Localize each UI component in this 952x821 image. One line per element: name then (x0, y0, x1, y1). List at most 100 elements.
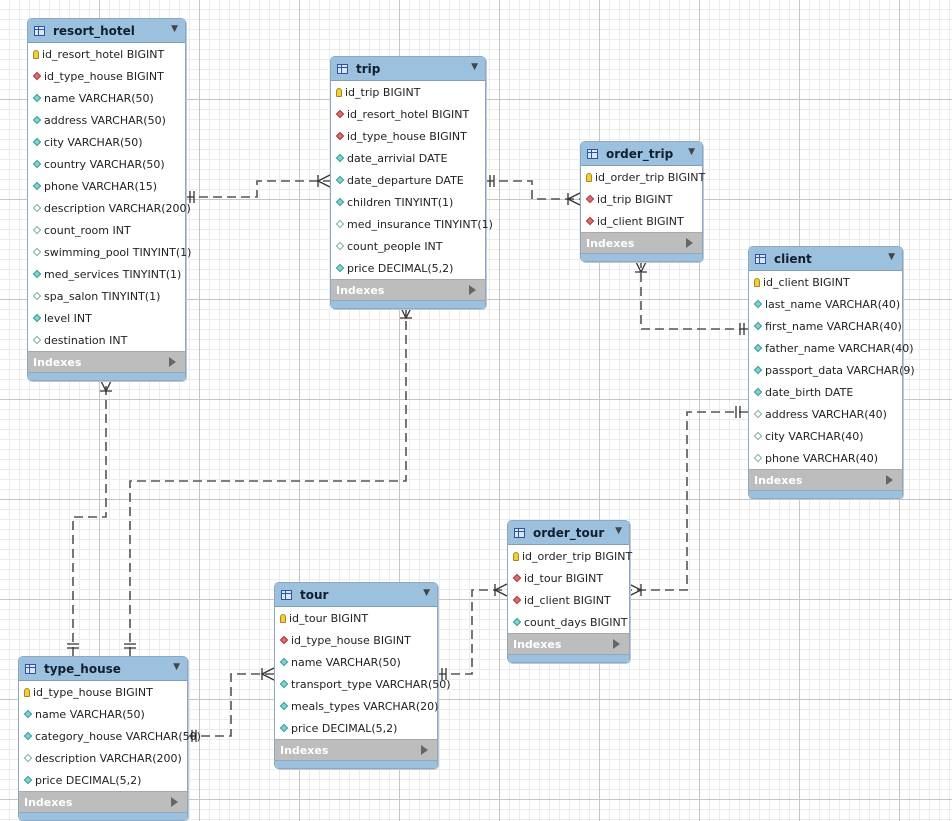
column-row[interactable]: date_birth DATE (749, 381, 902, 403)
table-icon (587, 148, 598, 159)
column-row[interactable]: address VARCHAR(50) (28, 109, 185, 131)
column-row[interactable]: id_trip BIGINT (581, 188, 702, 210)
collapse-arrow-icon[interactable]: ▼ (423, 588, 430, 598)
column-icon (753, 343, 763, 353)
table-header[interactable]: resort_hotel ▼ (28, 19, 185, 43)
column-row[interactable]: id_type_house BIGINT (331, 125, 485, 147)
column-row[interactable]: meals_types VARCHAR(20) (275, 695, 438, 717)
column-row[interactable]: transport_type VARCHAR(50) (275, 673, 451, 695)
column-row[interactable]: swimming_pool TINYINT(1) (28, 241, 191, 263)
column-row[interactable]: name VARCHAR(50) (19, 703, 187, 725)
column-icon (335, 175, 345, 185)
column-row[interactable]: description VARCHAR(200) (28, 197, 191, 219)
column-text: phone VARCHAR(40) (765, 451, 879, 465)
indexes-bar[interactable]: Indexes (331, 279, 485, 300)
column-text: count_days BIGINT (524, 615, 628, 629)
expand-arrow-icon[interactable] (886, 475, 893, 485)
column-row[interactable]: country VARCHAR(50) (28, 153, 185, 175)
table-header[interactable]: client ▼ (749, 247, 902, 271)
column-row[interactable]: id_resort_hotel BIGINT (28, 43, 185, 65)
many-mark (316, 174, 331, 188)
column-row[interactable]: id_order_trip BIGINT (581, 166, 705, 188)
column-row[interactable]: price DECIMAL(5,2) (331, 257, 485, 279)
column-row[interactable]: med_insurance TINYINT(1) (331, 213, 493, 235)
table-header[interactable]: type_house ▼ (19, 657, 187, 681)
indexes-bar[interactable]: Indexes (749, 469, 902, 490)
column-row[interactable]: description VARCHAR(200) (19, 747, 187, 769)
column-text: level INT (44, 311, 92, 325)
indexes-bar[interactable]: Indexes (19, 791, 187, 812)
column-row[interactable]: id_type_house BIGINT (28, 65, 185, 87)
table-header[interactable]: trip ▼ (331, 57, 485, 81)
column-row[interactable]: med_services TINYINT(1) (28, 263, 185, 285)
expand-arrow-icon[interactable] (613, 639, 620, 649)
column-row[interactable]: id_order_trip BIGINT (508, 545, 632, 567)
column-row[interactable]: spa_salon TINYINT(1) (28, 285, 185, 307)
column-row[interactable]: phone VARCHAR(40) (749, 447, 902, 469)
one-mark (489, 175, 495, 187)
indexes-bar[interactable]: Indexes (581, 232, 702, 253)
column-text: count_room INT (44, 223, 131, 237)
column-row[interactable]: first_name VARCHAR(40) (749, 315, 902, 337)
indexes-label: Indexes (24, 795, 73, 809)
column-row[interactable]: children TINYINT(1) (331, 191, 485, 213)
column-row[interactable]: city VARCHAR(40) (749, 425, 902, 447)
column-row[interactable]: id_client BIGINT (749, 271, 902, 293)
column-row[interactable]: city VARCHAR(50) (28, 131, 185, 153)
expand-arrow-icon[interactable] (469, 285, 476, 295)
table-header[interactable]: order_trip ▼ (581, 142, 702, 166)
column-row[interactable]: price DECIMAL(5,2) (275, 717, 437, 739)
column-row[interactable]: count_room INT (28, 219, 185, 241)
column-row[interactable]: id_type_house BIGINT (275, 629, 437, 651)
column-row[interactable]: id_resort_hotel BIGINT (331, 103, 485, 125)
indexes-bar[interactable]: Indexes (275, 739, 437, 760)
indexes-bar[interactable]: Indexes (508, 633, 629, 654)
nullable-column-icon (32, 203, 42, 213)
collapse-arrow-icon[interactable]: ▼ (615, 526, 622, 536)
column-row[interactable]: count_people INT (331, 235, 485, 257)
collapse-arrow-icon[interactable]: ▼ (471, 62, 478, 72)
column-row[interactable]: id_tour BIGINT (508, 567, 629, 589)
column-row[interactable]: id_client BIGINT (581, 210, 702, 232)
collapse-arrow-icon[interactable]: ▼ (171, 24, 178, 34)
collapse-arrow-icon[interactable]: ▼ (888, 252, 895, 262)
column-row[interactable]: price DECIMAL(5,2) (19, 769, 187, 791)
column-row[interactable]: id_client BIGINT (508, 589, 629, 611)
column-row[interactable]: address VARCHAR(40) (749, 403, 902, 425)
expand-arrow-icon[interactable] (169, 357, 176, 367)
expand-arrow-icon[interactable] (421, 745, 428, 755)
column-row[interactable]: father_name VARCHAR(40) (749, 337, 914, 359)
column-row[interactable]: level INT (28, 307, 185, 329)
collapse-arrow-icon[interactable]: ▼ (173, 662, 180, 672)
column-row[interactable]: id_trip BIGINT (331, 81, 485, 103)
column-row[interactable]: date_departure DATE (331, 169, 485, 191)
column-row[interactable]: last_name VARCHAR(40) (749, 293, 902, 315)
column-text: description VARCHAR(200) (44, 201, 191, 215)
indexes-bar[interactable]: Indexes (28, 351, 185, 372)
column-row[interactable]: destination INT (28, 329, 185, 351)
collapse-arrow-icon[interactable]: ▼ (688, 147, 695, 157)
nullable-column-icon (23, 753, 33, 763)
column-row[interactable]: id_tour BIGINT (275, 607, 437, 629)
column-row[interactable]: id_type_house BIGINT (19, 681, 187, 703)
column-row[interactable]: passport_data VARCHAR(9) (749, 359, 915, 381)
column-row[interactable]: name VARCHAR(50) (28, 87, 185, 109)
expand-arrow-icon[interactable] (171, 797, 178, 807)
table-header[interactable]: order_tour ▼ (508, 521, 629, 545)
column-row[interactable]: count_days BIGINT (508, 611, 629, 633)
column-row[interactable]: name VARCHAR(50) (275, 651, 437, 673)
expand-arrow-icon[interactable] (686, 238, 693, 248)
column-row[interactable]: phone VARCHAR(15) (28, 175, 185, 197)
column-row[interactable]: category_house VARCHAR(50) (19, 725, 201, 747)
column-row[interactable]: date_arrivial DATE (331, 147, 485, 169)
table-header[interactable]: tour ▼ (275, 583, 437, 607)
